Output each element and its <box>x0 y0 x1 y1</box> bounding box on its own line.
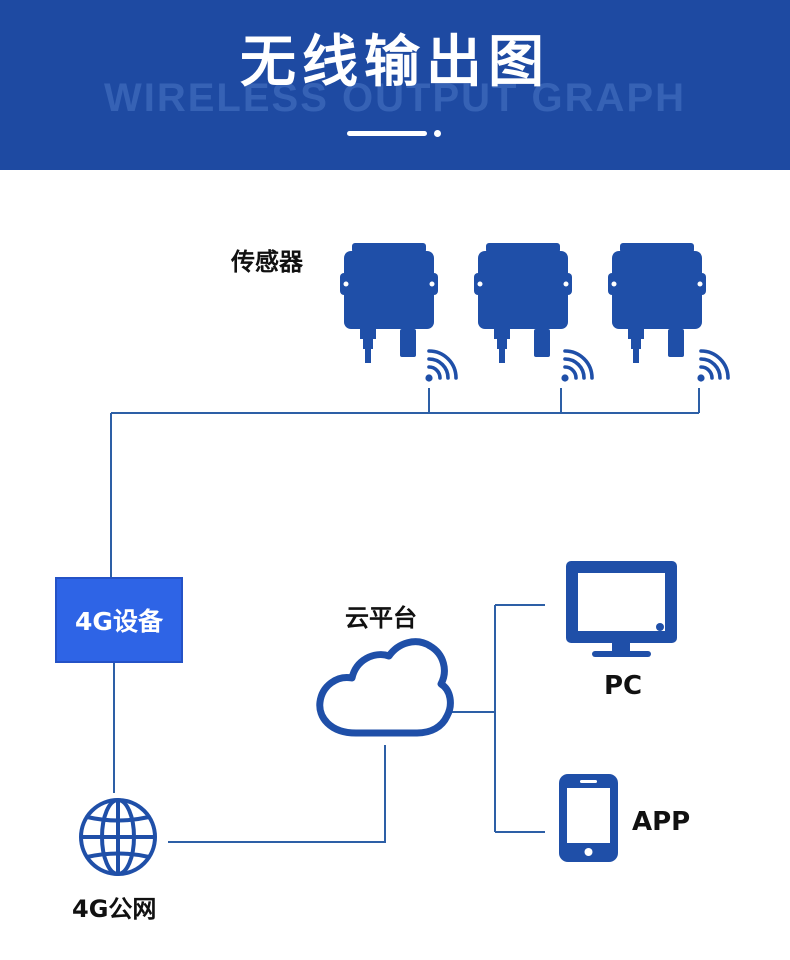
app-label: APP <box>632 807 691 837</box>
cloud-platform-label: 云平台 <box>345 604 417 632</box>
header-title: 无线输出图 <box>240 30 550 95</box>
network-to-cloud-line <box>168 745 386 843</box>
4g-device-box: 4G设备 <box>55 577 183 663</box>
sensor-device-icon <box>474 243 572 363</box>
sensor-label: 传感器 <box>231 248 303 276</box>
sensor-device-icon <box>340 243 438 363</box>
smartphone-icon <box>559 774 618 862</box>
header-banner: WIRELESS OUTPUT GRAPH 无线输出图 <box>0 0 790 170</box>
monitor-icon <box>566 561 677 657</box>
pc-label: PC <box>604 671 643 701</box>
title-underline-dot <box>434 130 441 137</box>
wifi-signal-icon <box>423 349 458 384</box>
header-subtitle: WIRELESS OUTPUT GRAPH <box>103 76 687 120</box>
4g-network-label: 4G公网 <box>72 895 157 923</box>
wifi-signal-icon <box>695 349 730 384</box>
connection-lines <box>110 388 700 843</box>
cloud-icon <box>316 638 454 737</box>
wifi-signal-icon <box>559 349 594 384</box>
sensor-device-icon <box>608 243 706 363</box>
4g-device-label: 4G设备 <box>75 607 163 636</box>
globe-icon <box>79 798 157 876</box>
title-underline <box>347 131 427 136</box>
